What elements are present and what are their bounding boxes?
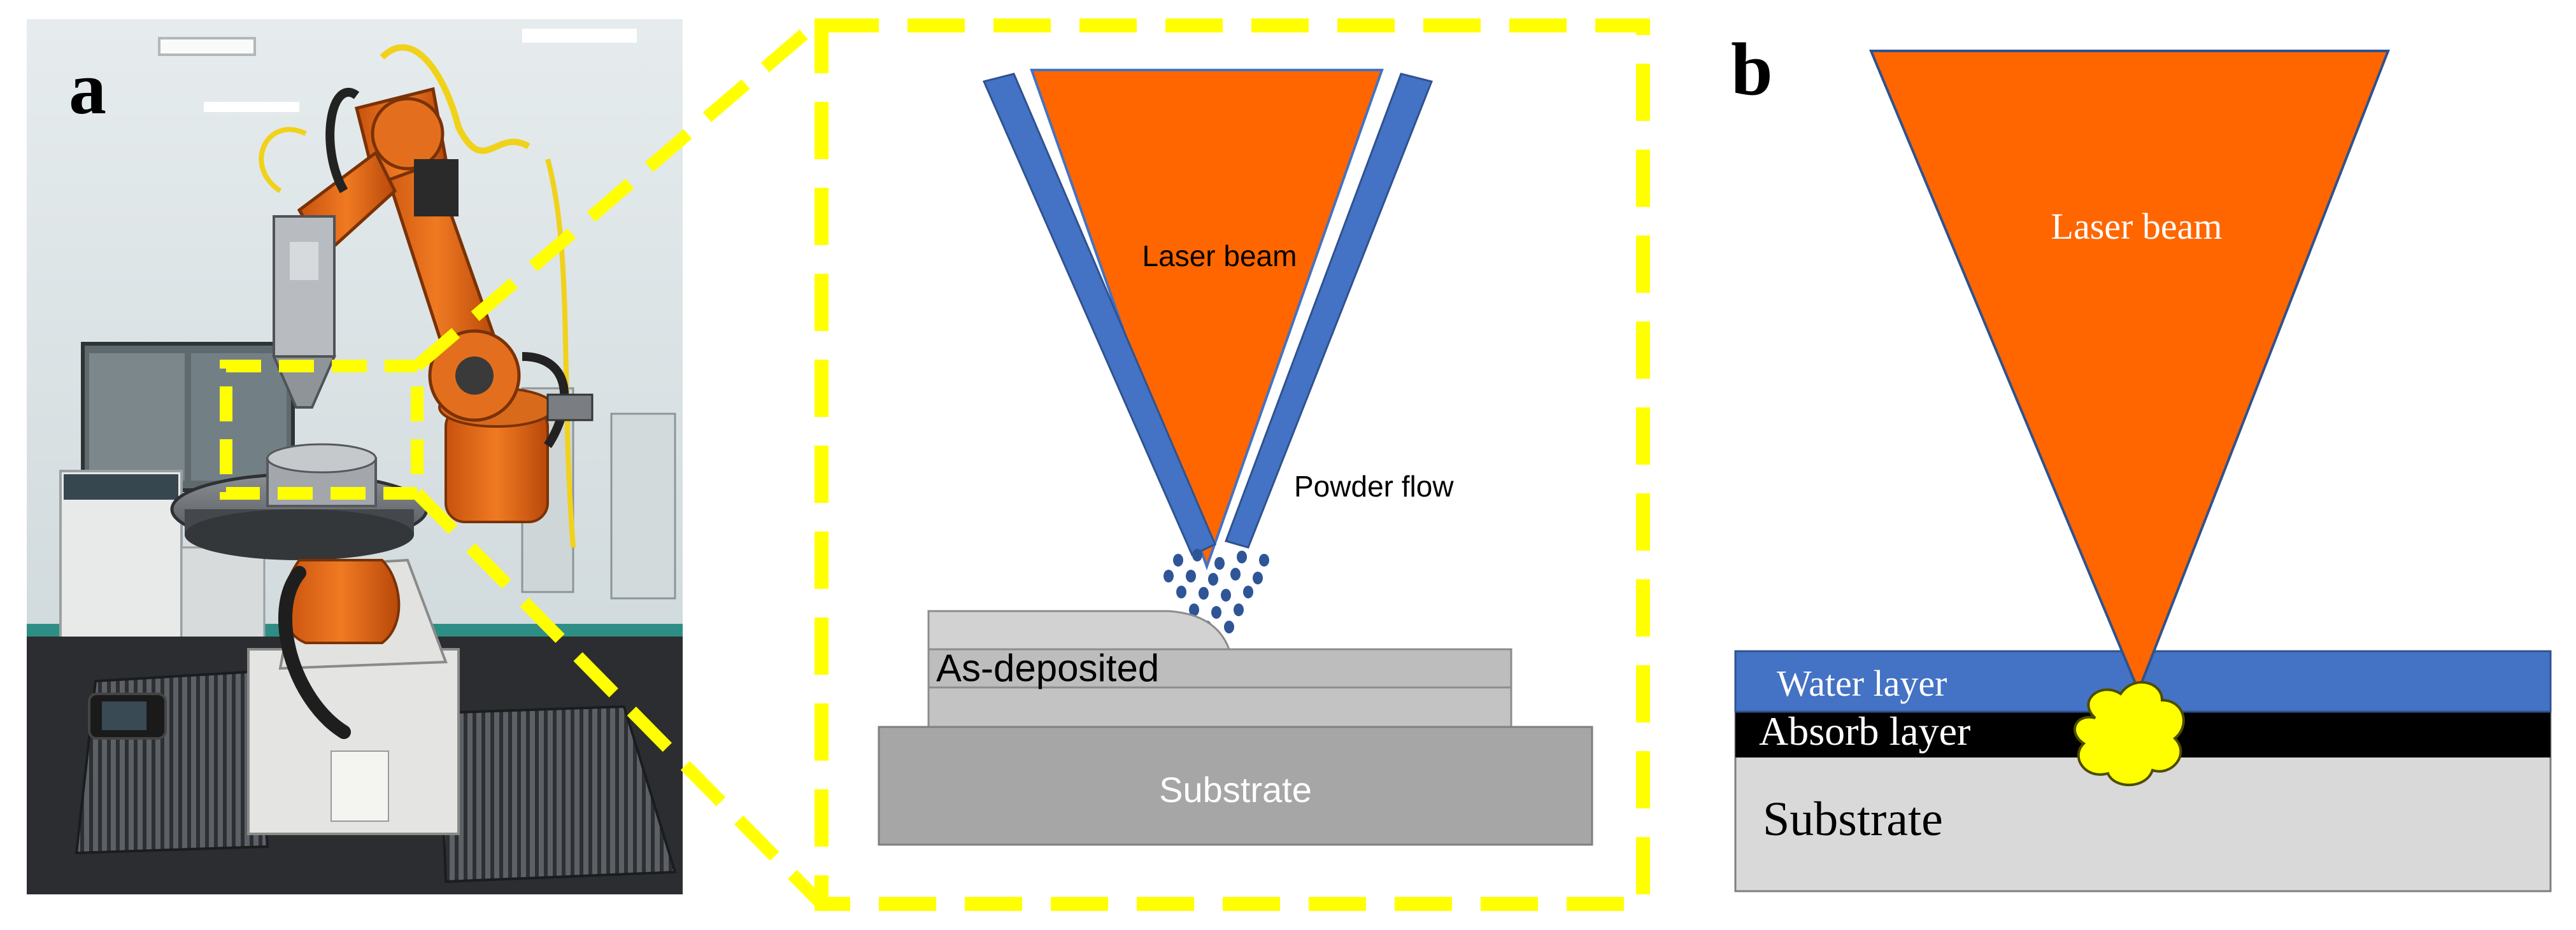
- water-assisted-schematic: [1734, 50, 2552, 892]
- robot-photo: [27, 19, 683, 894]
- as-deposited-label: As-deposited: [936, 647, 1159, 689]
- powder-particle: [1234, 603, 1244, 616]
- laser-cladding-head: [273, 215, 336, 358]
- cladding-schematic: [878, 69, 1593, 846]
- laser-beam-label-a: Laser beam: [1142, 239, 1297, 272]
- zoom-connector-top: [413, 14, 826, 371]
- powder-particle: [1237, 551, 1247, 563]
- plasma-burst-icon: [2074, 681, 2185, 787]
- powder-particle: [1208, 573, 1218, 586]
- powder-particle: [1253, 572, 1263, 584]
- powder-particle: [1173, 554, 1183, 567]
- powder-particle: [1243, 586, 1253, 598]
- powder-particle: [1176, 586, 1186, 598]
- powder-particle: [1211, 606, 1221, 619]
- laser-beam-label-b: Laser beam: [2051, 206, 2223, 247]
- powder-nozzle-right: [1225, 73, 1434, 549]
- powder-particle: [1224, 621, 1234, 633]
- laser-beam-cone-b: [1868, 50, 2390, 694]
- as-deposited-layer: [927, 648, 1512, 689]
- substrate-block-a: [878, 726, 1593, 846]
- panel-label-a: a: [69, 46, 106, 130]
- powder-particle: [1199, 587, 1209, 600]
- substrate-label-a: Substrate: [1159, 770, 1312, 810]
- powder-particle: [1221, 589, 1231, 602]
- panel-label-b: b: [1731, 27, 1773, 111]
- powder-nozzle-left: [982, 73, 1216, 557]
- ceiling-light: [204, 102, 299, 112]
- substrate-label-b: Substrate: [1763, 793, 1943, 846]
- deposit-layer-lower: [927, 686, 1512, 728]
- powder-particle: [1163, 570, 1174, 582]
- powder-particle: [1189, 603, 1199, 616]
- melt-track: [927, 610, 1231, 651]
- ceiling-light: [522, 29, 637, 43]
- powder-particle: [1214, 557, 1225, 570]
- motor: [414, 159, 459, 216]
- powder-particle: [1192, 549, 1202, 561]
- ceiling-vent: [158, 37, 256, 56]
- powder-flow-label: Powder flow: [1294, 470, 1454, 503]
- water-layer-label: Water layer: [1777, 663, 1947, 704]
- zoom-connector-bottom: [412, 488, 827, 909]
- powder-particle: [1230, 568, 1241, 581]
- absorb-layer-label: Absorb layer: [1759, 708, 1970, 754]
- powder-particle: [1259, 554, 1269, 567]
- powder-particle: [1186, 570, 1196, 582]
